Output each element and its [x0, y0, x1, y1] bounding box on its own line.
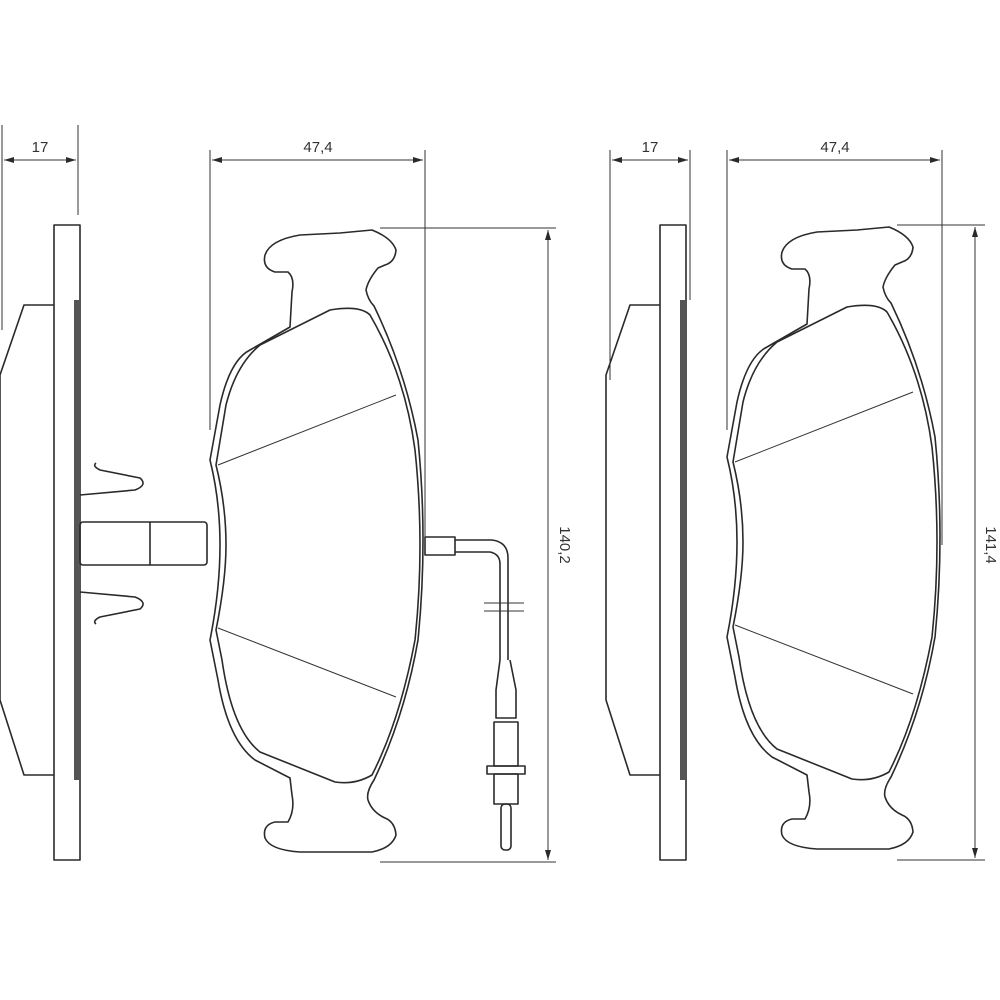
- dimension-thickness-right: 17: [609, 139, 691, 380]
- dimension-height-left: 140,2: [380, 227, 573, 863]
- wear-sensor: [424, 536, 526, 851]
- dimension-thickness-left: 17: [1, 125, 79, 330]
- pad-face-right: [726, 226, 941, 850]
- pad-face-left: [209, 229, 424, 853]
- dimension-width-left: 47,4: [209, 139, 426, 545]
- height-label: 140,2: [556, 526, 573, 564]
- spring-clip: [79, 462, 208, 625]
- width-label: 47,4: [303, 139, 332, 156]
- dimension-height-right: 141,4: [897, 224, 999, 861]
- side-view-right: [605, 224, 687, 861]
- side-view-left: [0, 224, 208, 861]
- thickness-label: 17: [642, 139, 659, 156]
- dimension-width-right: 47,4: [726, 139, 943, 545]
- thickness-label: 17: [32, 139, 49, 156]
- height-label: 141,4: [982, 526, 999, 564]
- width-label: 47,4: [820, 139, 849, 156]
